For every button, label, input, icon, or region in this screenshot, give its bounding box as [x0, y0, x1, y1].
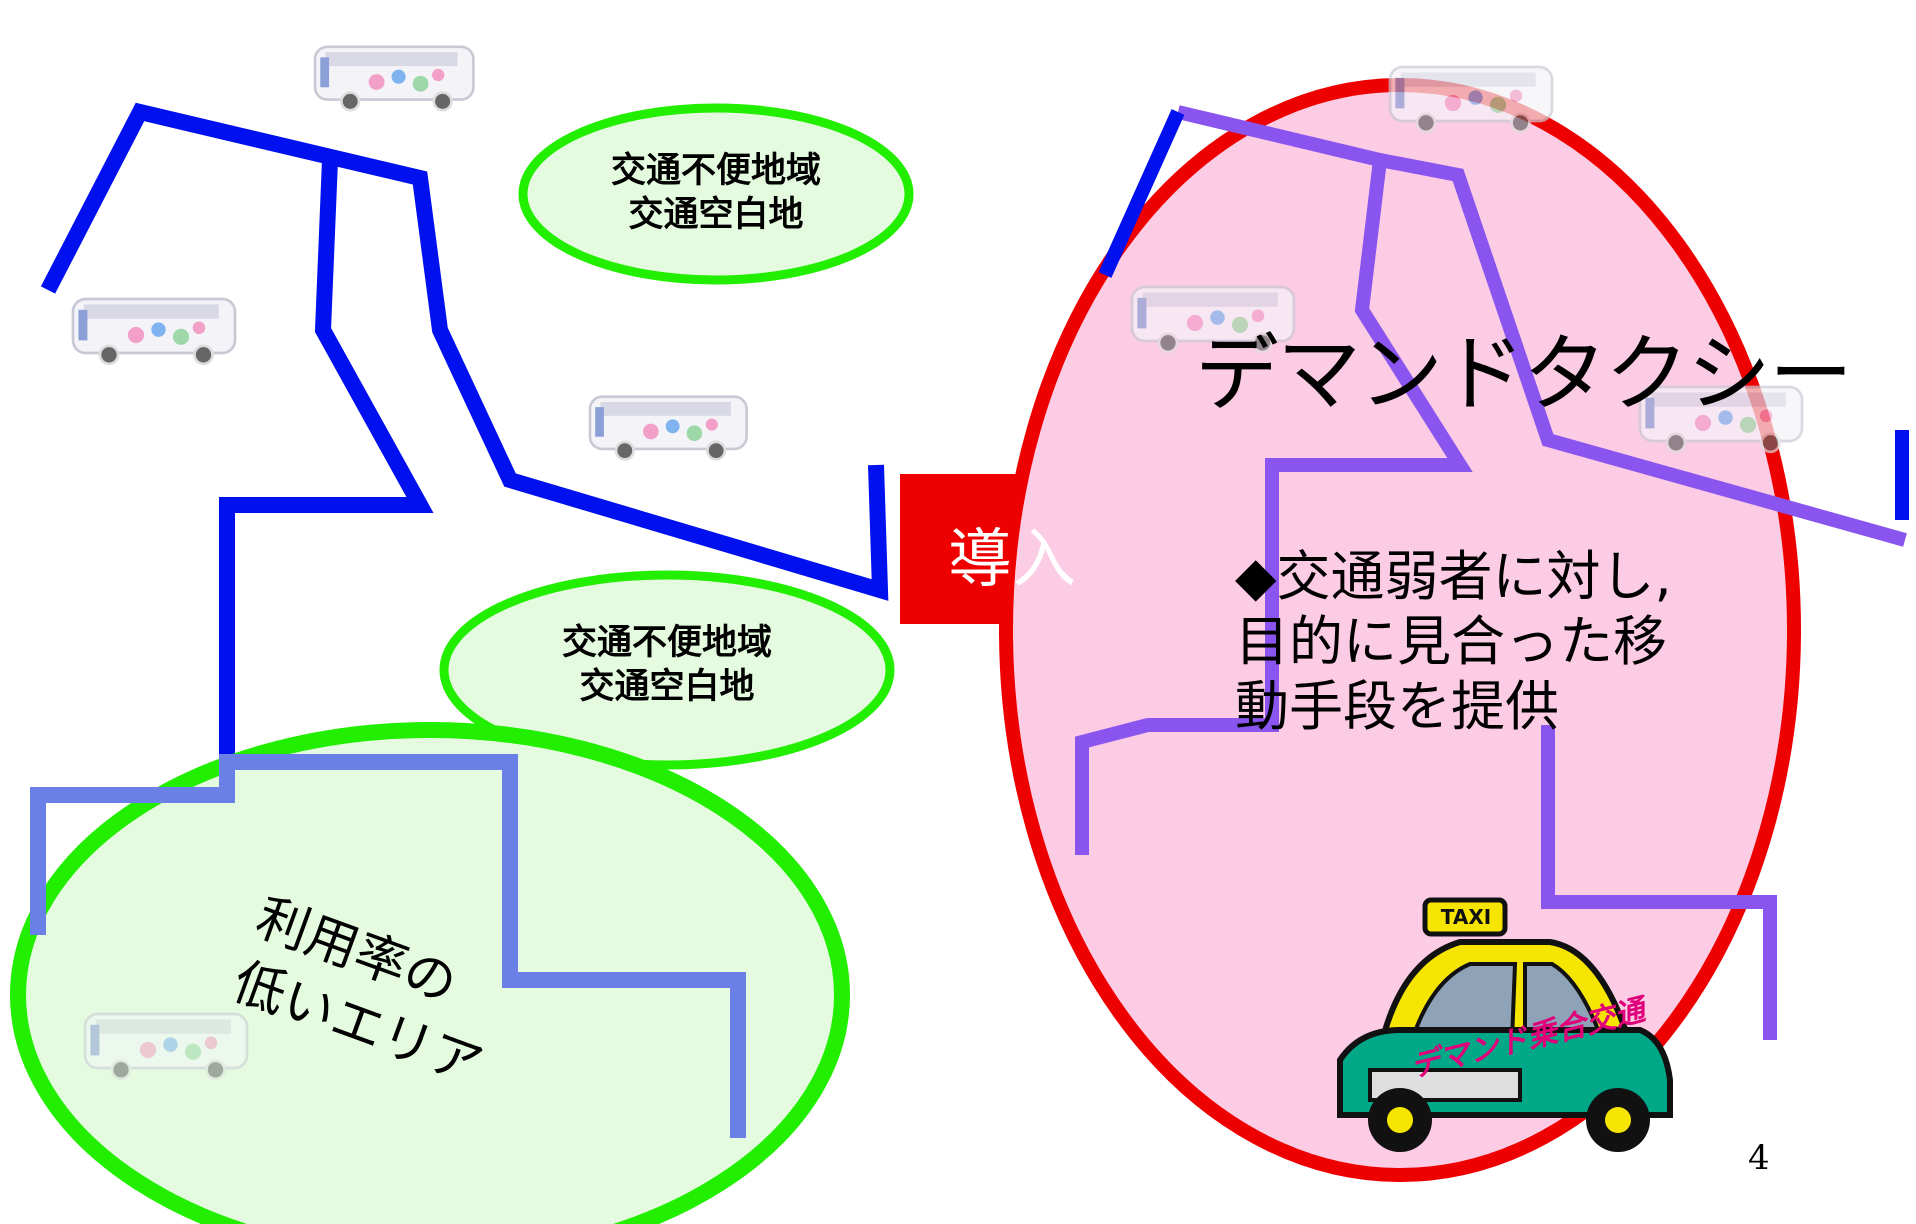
low-usage-area	[10, 722, 850, 1224]
route-line-right-bottom	[1541, 725, 1777, 1040]
route-line-right-middle	[1075, 159, 1473, 855]
route-line-top	[40, 102, 889, 601]
demand-taxi-title: デマンドタクシー	[1195, 325, 1853, 423]
demand-taxi-area	[999, 65, 1909, 1182]
taxi-icon	[1337, 897, 1673, 1152]
route-line-branch	[219, 159, 434, 760]
taxi-roof-sign: TAXI	[1441, 905, 1491, 929]
route-line-right-top	[1176, 105, 1907, 547]
underserved-area-label-top: 交通不便地域 交通空白地	[610, 151, 821, 235]
underserved-area-bubble-top	[518, 103, 914, 285]
taxi-door-text: デマンド乗合交通	[1407, 992, 1653, 1085]
demand-taxi-description: ◆交通弱者に対し, 目的に見合った移 動手段を提供	[1235, 545, 1672, 738]
page-number: 4	[1748, 1138, 1770, 1178]
underserved-area-label-middle: 交通不便地域 交通空白地	[561, 623, 772, 707]
underserved-area-bubble-middle	[439, 570, 895, 770]
left-route-network	[40, 102, 889, 760]
intro-arrow-label: 導入	[948, 523, 1076, 597]
